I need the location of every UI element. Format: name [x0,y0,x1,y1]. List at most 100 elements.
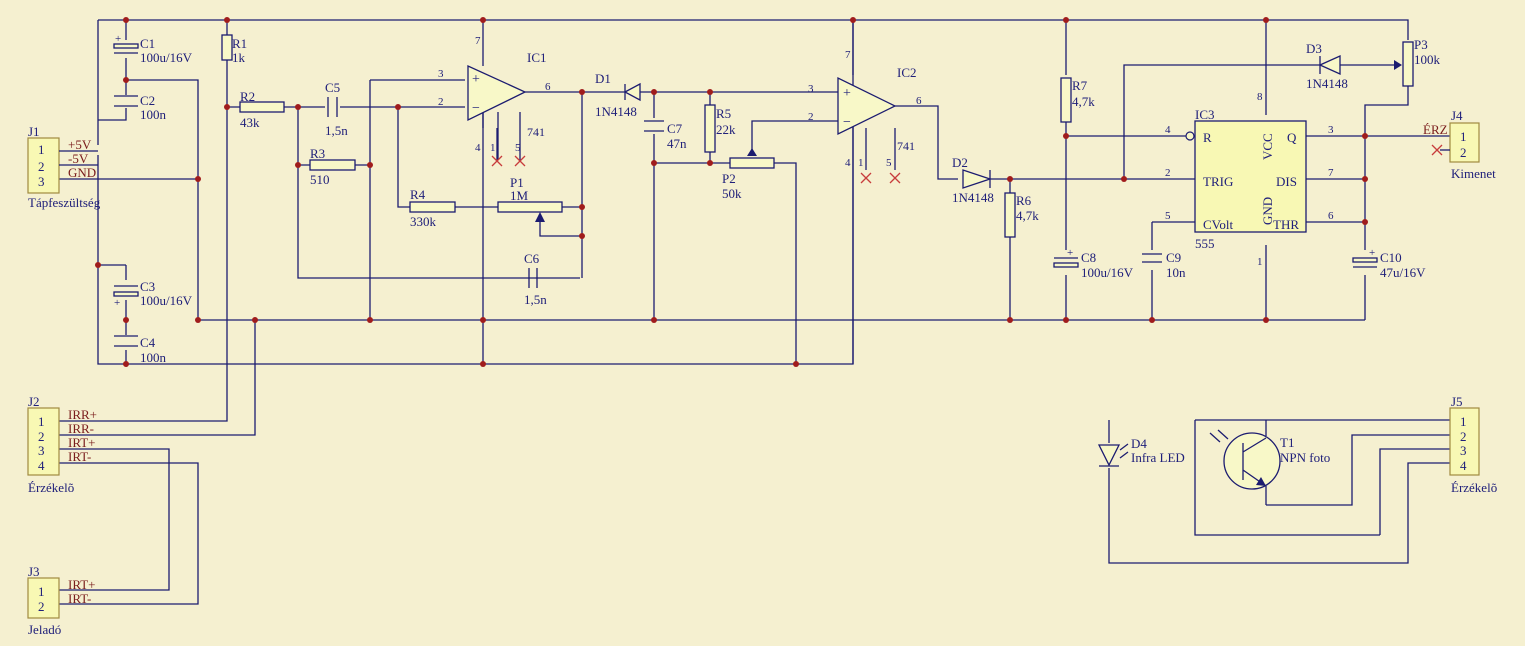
svg-text:1: 1 [1460,414,1467,429]
svg-text:P1: P1 [510,175,524,190]
potentiometer-p2: P2 50k [722,148,775,201]
svg-text:4,7k: 4,7k [1072,94,1095,109]
svg-text:1N4148: 1N4148 [1306,76,1348,91]
svg-text:C10: C10 [1380,250,1402,265]
svg-text:C8: C8 [1081,250,1096,265]
svg-text:R7: R7 [1072,78,1088,93]
svg-text:Érzékelõ: Érzékelõ [1451,480,1497,495]
svg-text:IRT+: IRT+ [68,577,96,592]
svg-text:2: 2 [1460,145,1467,160]
svg-text:5: 5 [886,157,892,169]
svg-text:Q: Q [1287,130,1297,145]
svg-text:NPN foto: NPN foto [1280,450,1330,465]
svg-text:+: + [1369,247,1375,259]
j1-pin-2: 2 [38,159,45,174]
capacitor-c4: C4 100n [114,335,167,365]
capacitor-c2: C2 100n [114,93,167,122]
svg-text:1: 1 [1257,256,1263,268]
infrared-led-d4: D4 Infra LED [1097,436,1185,467]
svg-text:DIS: DIS [1276,174,1297,189]
svg-text:1k: 1k [232,50,246,65]
resistor-r6: R6 4,7k [1004,192,1039,238]
svg-text:P3: P3 [1414,37,1428,52]
svg-text:2: 2 [808,111,814,123]
svg-text:1N4148: 1N4148 [595,104,637,119]
svg-text:50k: 50k [722,186,742,201]
resistor-r1: R1 1k [221,34,247,65]
svg-text:+: + [843,86,851,101]
svg-text:1M: 1M [510,188,529,203]
svg-text:R5: R5 [716,106,731,121]
svg-text:43k: 43k [240,115,260,130]
svg-text:5: 5 [1165,210,1171,222]
svg-text:IRT+: IRT+ [68,435,96,450]
j1-name: Tápfeszültség [28,195,101,210]
svg-text:3: 3 [808,83,814,95]
svg-text:R1: R1 [232,36,247,51]
svg-text:Kimenet: Kimenet [1451,166,1496,181]
svg-text:47u/16V: 47u/16V [1380,265,1426,280]
svg-text:1: 1 [858,157,864,169]
svg-text:4: 4 [38,458,45,473]
svg-text:2: 2 [1460,429,1467,444]
svg-text:Infra LED: Infra LED [1131,450,1185,465]
svg-text:R6: R6 [1016,193,1032,208]
diode-d1: D1 1N4148 [595,71,641,119]
svg-text:R2: R2 [240,89,255,104]
svg-text:8: 8 [1257,91,1263,103]
svg-text:4,7k: 4,7k [1016,208,1039,223]
ic3-ref: IC3 [1195,107,1215,122]
svg-text:100n: 100n [140,107,167,122]
svg-text:1: 1 [38,414,45,429]
svg-text:330k: 330k [410,214,437,229]
svg-text:C5: C5 [325,80,340,95]
connector-j2: J2 1 2 3 4 IRR+ IRR- IRT+ IRT- Érzékelõ [27,394,97,495]
svg-text:6: 6 [916,95,922,107]
capacitor-c10: + C10 47u/16V [1352,247,1426,280]
svg-text:VCC: VCC [1260,133,1275,160]
connector-j1: J1 1 2 3 +5V -5V GND Tápfeszültség [27,124,101,210]
capacitor-c3: + C3 100u/16V [113,279,193,309]
svg-text:IRR+: IRR+ [68,407,97,422]
svg-text:741: 741 [527,125,545,139]
svg-text:10n: 10n [1166,265,1186,280]
svg-text:1N4148: 1N4148 [952,190,994,205]
j4-net-erz: ÉRZ [1423,122,1448,137]
svg-text:3: 3 [1460,443,1467,458]
svg-text:22k: 22k [716,122,736,137]
resistor-r7: R7 4,7k [1060,77,1095,123]
svg-text:C3: C3 [140,279,155,294]
svg-text:2: 2 [38,599,45,614]
ic3-value: 555 [1195,236,1215,251]
diode-d3: D3 1N4148 [1306,41,1348,91]
svg-text:3: 3 [38,443,45,458]
svg-text:R3: R3 [310,146,325,161]
svg-text:6: 6 [1328,210,1334,222]
svg-text:+: + [472,72,480,87]
svg-text:THR: THR [1273,217,1299,232]
svg-text:2: 2 [438,96,444,108]
svg-text:Érzékelõ: Érzékelõ [28,480,74,495]
svg-text:100n: 100n [140,350,167,365]
svg-text:4: 4 [845,157,851,169]
capacitor-c6: C6 1,5n [524,251,547,307]
j1-ref: J1 [28,124,40,139]
svg-text:IRT-: IRT- [68,449,91,464]
svg-text:−: − [472,101,480,116]
svg-text:+: + [1067,247,1073,259]
timer-ic3: IC3 555 R TRIG CVolt Q DIS THR VCC GND 4… [1165,91,1334,268]
svg-text:D3: D3 [1306,41,1322,56]
svg-text:C6: C6 [524,251,540,266]
svg-text:C9: C9 [1166,250,1181,265]
svg-text:P2: P2 [722,171,736,186]
phototransistor-t1: T1 NPN foto [1209,429,1330,490]
svg-text:GND: GND [1260,197,1275,225]
svg-text:100u/16V: 100u/16V [140,293,193,308]
svg-text:−: − [843,115,851,130]
connector-j3: J3 1 2 IRT+ IRT- Jeladó [27,564,96,637]
svg-text:J4: J4 [1451,108,1463,123]
resistor-r3: R3 510 [309,146,356,187]
svg-text:J3: J3 [28,564,40,579]
junctions [95,17,1368,367]
